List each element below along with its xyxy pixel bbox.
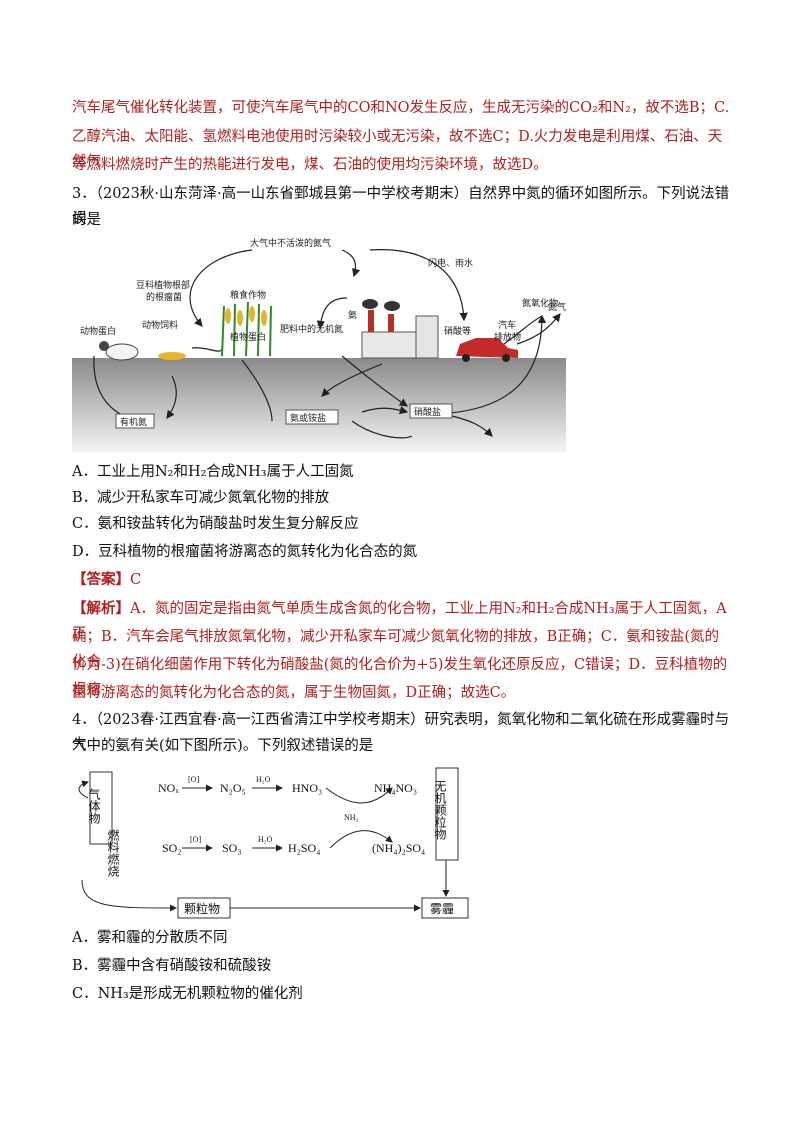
q3-stem-line-2: 的是 (72, 212, 101, 228)
q4-stem-line-2: 气中的氨有关(如下图所示)。下列叙述错误的是 (72, 738, 374, 754)
label-n2: 氮气 (548, 301, 566, 313)
q3-analysis-line-3: 价为-3)在硝化细菌作用下转化为硝酸盐(氮的化合价为+5)发生氧化还原反应，C错… (72, 657, 728, 698)
label-o-2: [O] (190, 835, 201, 844)
q3-analysis-line-2: 确；B．汽车会尾气排放氮氧化物，减少开私家车可减少氮氧化物的排放，B正确；C．氨… (72, 629, 720, 670)
label-o-1: [O] (188, 775, 199, 784)
q4-option-c: C．NH₃是形成无机颗粒物的催化剂 (72, 986, 303, 1002)
label-lightning: 闪电、雨水 (428, 257, 473, 269)
label-fert: 肥料中的无机氮 (280, 323, 343, 335)
label-nox: NOₓ (158, 781, 179, 795)
q4-option-b: B．雾霾中含有硝酸铵和硫酸铵 (72, 958, 272, 974)
label-so2: SO₂ (162, 841, 182, 855)
nitrogen-cycle-diagram: 大气中不活泼的氮气 闪电、雨水 豆科植物根部 的根瘤菌 粮食作物 氨 氮氧化物 … (72, 236, 566, 452)
label-smog: 雾霾 (430, 902, 454, 916)
prev-explanation-line-2: 乙醇汽油、太阳能、氢燃料电池使用时污染较小或无污染，故不选C；D.火力发电是利用… (72, 129, 723, 170)
label-ammonium: 氨或铵盐 (290, 412, 326, 424)
q3-stem-line-1: 3．（2023秋·山东菏泽·高一山东省鄄城县第一中学校考期末）自然界中氮的循环如… (72, 186, 730, 227)
label-animal-protein: 动物蛋白 (80, 325, 116, 337)
q4-option-a: A．雾和霾的分散质不同 (72, 930, 228, 946)
label-h2o-2: H₂O (258, 835, 273, 844)
label-feed: 动物饲料 (142, 319, 178, 331)
label-fuel-burn-text: 燃料燃烧 (72, 828, 120, 877)
label-n2o5: N₂O₅ (220, 781, 246, 795)
label-nh3: NH₃ (344, 813, 359, 822)
label-hno3: HNO₃ (292, 781, 322, 795)
label-crops: 粮食作物 (230, 289, 266, 301)
q3-option-a: A．工业上用N₂和H₂合成NH₃属于人工固氮 (72, 464, 354, 480)
label-nh4no3: NH₄NO₃ (374, 781, 417, 795)
prev-explanation-line-3: 等燃料燃烧时产生的热能进行发电，煤、石油的使用均污染环境，故选D。 (72, 157, 548, 173)
label-fuel-burn: 燃料燃烧 (72, 828, 120, 877)
q3-option-c: C．氨和铵盐转化为硝酸盐时发生复分解反应 (72, 516, 359, 532)
label-plant-protein: 植物蛋白 (230, 331, 266, 343)
answer-tag: 【答案】 (72, 571, 130, 588)
q3-option-d: D．豆科植物的根瘤菌将游离态的氮转化为化合态的氮 (72, 544, 418, 560)
label-nodule-2: 的根瘤菌 (146, 291, 182, 303)
label-nitrate-etc: 硝酸等 (444, 325, 471, 337)
label-nodule: 豆科植物根部 (136, 279, 190, 291)
answer-value: C (130, 572, 142, 588)
label-inorganic: 无机颗粒物 (433, 780, 447, 840)
label-ammonia: 氨 (348, 309, 357, 321)
q3-answer: 【答案】C (72, 567, 141, 593)
q3-analysis-line-4: 菌将游离态的氮转化为化合态的氮，属于生物固氮，D正确；故选C。 (72, 685, 516, 701)
label-atm-n2: 大气中不活泼的氮气 (250, 237, 331, 249)
label-gas: 气体物 (87, 787, 101, 824)
analysis-tag: 【解析】 (72, 600, 130, 617)
label-so3: SO₃ (222, 841, 242, 855)
label-h2so4: H₂SO₄ (288, 841, 320, 855)
label-car-2: 排放物 (494, 331, 521, 343)
prev-explanation-line-1: 汽车尾气催化转化装置，可使汽车尾气中的CO和NO发生反应，生成无污染的CO₂和N… (72, 100, 730, 116)
label-h2o-1: H₂O (256, 775, 271, 784)
label-nitrate: 硝酸盐 (414, 406, 441, 418)
label-car-1: 汽车 (498, 319, 516, 331)
label-particles: 颗粒物 (184, 901, 220, 916)
label-nox: 氮氧化物 (522, 297, 558, 309)
analysis-text-1: A．氮的固定是指由氮气单质生成含氮的化合物，工业上用N₂和H₂合成NH₃属于人工… (72, 601, 727, 642)
q3-option-b: B．减少开私家车可减少氮氧化物的排放 (72, 490, 330, 506)
q3-analysis-line-1: 【解析】A．氮的固定是指由氮气单质生成含氮的化合物，工业上用N₂和H₂合成NH₃… (72, 596, 732, 647)
label-organic-n: 有机氮 (120, 416, 147, 428)
q4-stem-line-1: 4．（2023春·江西宜春·高一江西省清江中学校考期末）研究表明，氮氧化物和二氧… (72, 712, 730, 753)
label-nh42so4: (NH₄)₂SO₄ (372, 841, 425, 855)
smog-formation-diagram: 燃料燃烧 气体物 无机颗粒物 颗粒物 雾霾 [O] [O] H₂O H₂O NH… (72, 758, 472, 924)
